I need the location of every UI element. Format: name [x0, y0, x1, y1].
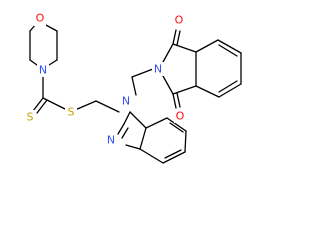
chemical-structure: O N S S N N N O O [24, 11, 242, 164]
methylene-linker [131, 68, 154, 96]
benzimidazole-ring [117, 111, 187, 164]
phthalimide-nitrogen-label: N [154, 63, 162, 76]
morpholine-nitrogen-label: N [39, 64, 47, 77]
dithiocarbamate-group [32, 75, 120, 114]
thioether-sulfur-label: S [68, 106, 75, 119]
phthalimide-ring [162, 29, 242, 109]
benzimidazole-n1-label: N [122, 95, 130, 108]
thione-sulfur-label: S [27, 111, 34, 124]
morpholine-oxygen-label: O [36, 12, 45, 25]
carbonyl-oxygen-top-label: O [175, 14, 184, 27]
atom-labels: O N S S N N N O O [24, 12, 186, 147]
morpholine-ring [29, 23, 58, 66]
carbonyl-oxygen-bottom-label: O [176, 110, 185, 123]
benzimidazole-n3-label: N [107, 134, 115, 147]
